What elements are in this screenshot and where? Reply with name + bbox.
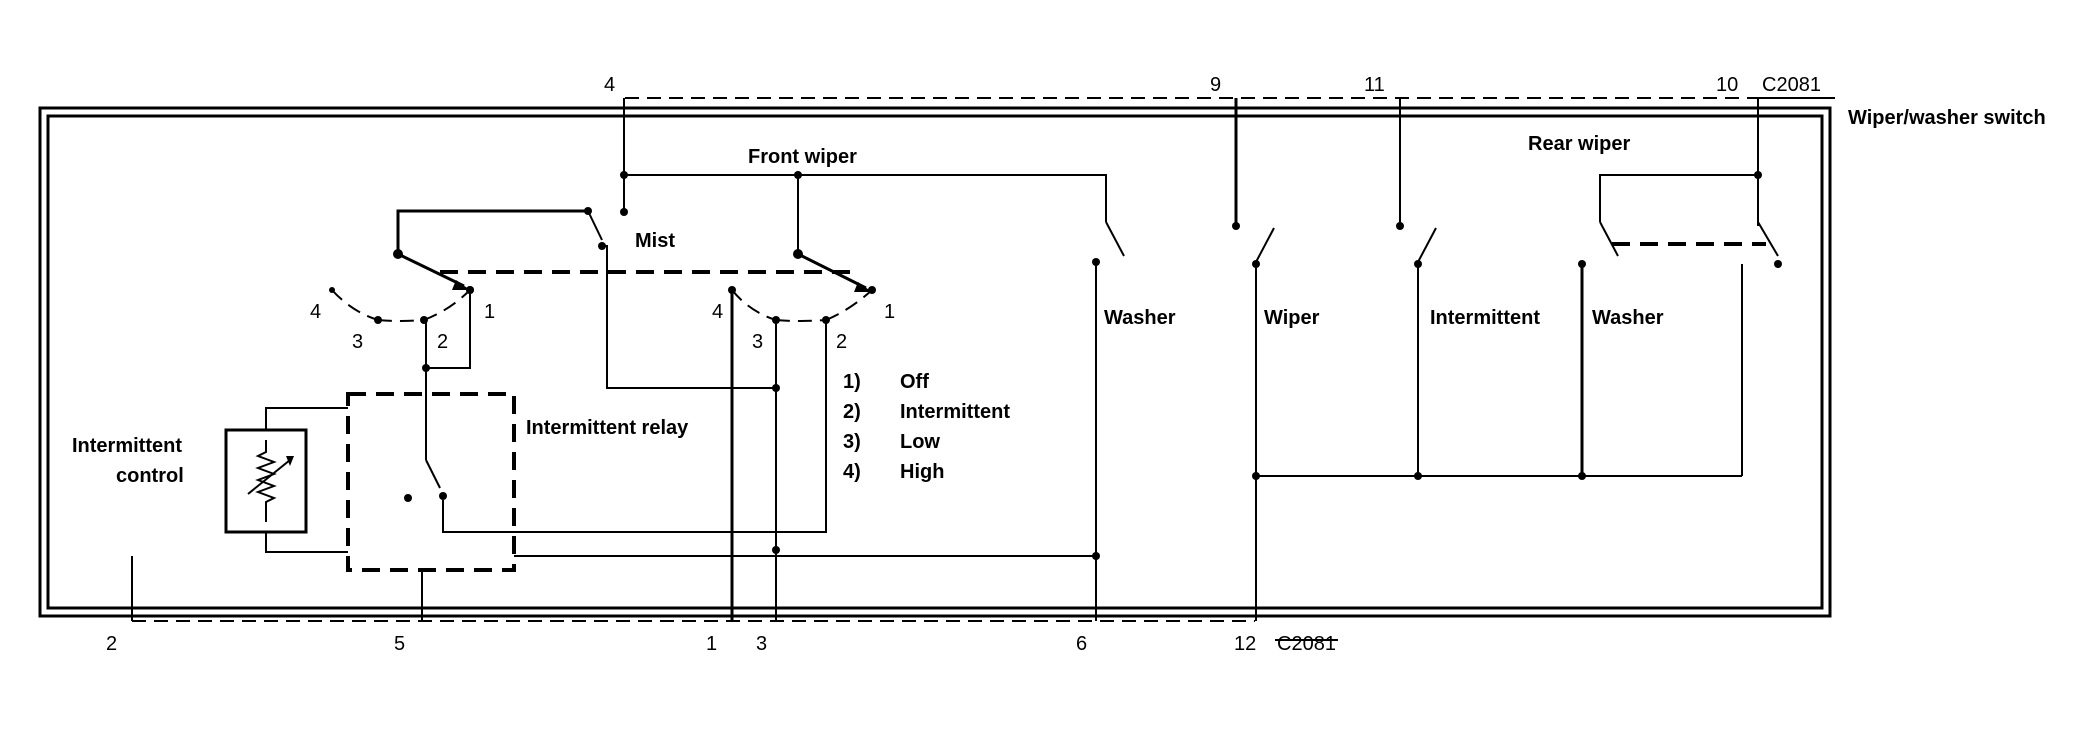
rear-wiper-label: Rear wiper	[1528, 133, 1630, 155]
junction	[772, 546, 780, 554]
intermittent-control-label-2: control	[116, 465, 184, 487]
relay-contact	[439, 492, 447, 500]
switch-contact	[374, 316, 382, 324]
left-switch-arm	[397, 252, 465, 288]
top-pin-9: 9	[1210, 74, 1221, 96]
right-switch-pos-3: 3	[752, 331, 763, 353]
intermittent-label: Intermittent	[1430, 307, 1540, 329]
wire-front-wiper-bus	[624, 174, 1107, 222]
wire-control-bottom	[265, 532, 348, 553]
legend-num-1: 1)	[843, 371, 861, 393]
legend-text-3: Low	[900, 431, 940, 453]
wire-left-pos1	[425, 290, 471, 369]
wiper-label: Wiper	[1264, 307, 1320, 329]
right-switch-arrow	[854, 282, 872, 292]
switch-housing-inner	[46, 114, 1824, 610]
junction	[1232, 222, 1240, 230]
right-switch-pos-4: 4	[712, 301, 723, 323]
front-washer-switch	[1105, 221, 1125, 257]
wire-rear-wiper-bus	[1599, 174, 1758, 222]
top-pin-4: 4	[604, 74, 615, 96]
bottom-pin-6: 6	[1076, 633, 1087, 655]
legend-text-1: Off	[900, 371, 929, 393]
bottom-pin-3: 3	[756, 633, 767, 655]
junction	[1396, 222, 1404, 230]
legend-num-2: 2)	[843, 401, 861, 423]
junction	[1578, 472, 1586, 480]
switch-housing-outer	[38, 106, 1832, 618]
rear-washer-switch-a	[1599, 221, 1619, 257]
top-pin-11: 11	[1364, 74, 1385, 96]
switch-contact	[1774, 260, 1782, 268]
relay-switch-contact	[425, 459, 441, 489]
legend-text-2: Intermittent	[900, 401, 1010, 423]
rear-wiper-switch	[1255, 227, 1275, 263]
bottom-pin-1: 1	[706, 633, 717, 655]
right-switch-arm	[797, 252, 867, 290]
switch-contact	[868, 286, 876, 294]
wire-control-top	[265, 407, 348, 430]
wire-right-pos2	[442, 320, 827, 533]
right-switch-pos-2: 2	[836, 331, 847, 353]
relay-contact	[404, 494, 412, 502]
rear-intermittent-switch	[1417, 227, 1437, 263]
junction	[1092, 552, 1100, 560]
wire-mist-down	[602, 245, 776, 389]
front-wiper-label: Front wiper	[748, 146, 857, 168]
left-switch-pos-3: 3	[352, 331, 363, 353]
rear-washer-switch-b	[1757, 221, 1779, 257]
mist-switch-contact	[587, 210, 603, 241]
left-switch-arrow	[452, 280, 470, 290]
bottom-pin-12: 12	[1234, 633, 1256, 655]
intermittent-control-label-1: Intermittent	[72, 435, 182, 457]
intermittent-relay-label: Intermittent relay	[526, 417, 689, 439]
junction	[1414, 472, 1422, 480]
bottom-pin-2: 2	[106, 633, 117, 655]
bottom-connector-label: C2081	[1277, 633, 1336, 655]
left-switch-arc	[331, 289, 471, 322]
junction	[1252, 472, 1260, 480]
left-switch-pos-4: 4	[310, 301, 321, 323]
legend-text-4: High	[900, 461, 944, 483]
top-pin-10: 10	[1716, 74, 1738, 96]
left-switch-pos-2: 2	[437, 331, 448, 353]
top-connector-label: C2081	[1762, 74, 1821, 96]
switch-contact	[329, 287, 335, 293]
bottom-pin-5: 5	[394, 633, 405, 655]
legend-num-3: 3)	[843, 431, 861, 453]
left-switch-pos-1: 1	[484, 301, 495, 323]
switch-label: Wiper/washer switch	[1848, 107, 2046, 129]
rear-washer-label: Washer	[1592, 307, 1664, 329]
junction	[620, 208, 628, 216]
intermittent-relay-box	[346, 392, 516, 572]
right-switch-arc	[731, 289, 873, 322]
wire-mist-loop	[396, 209, 588, 254]
front-washer-label: Washer	[1104, 307, 1176, 329]
mist-label: Mist	[635, 230, 675, 252]
legend-num-4: 4)	[843, 461, 861, 483]
right-switch-pos-1: 1	[884, 301, 895, 323]
position-legend: 1) Off 2) Intermittent 3) Low 4) High	[843, 371, 1010, 483]
variable-resistor-icon	[247, 440, 294, 522]
